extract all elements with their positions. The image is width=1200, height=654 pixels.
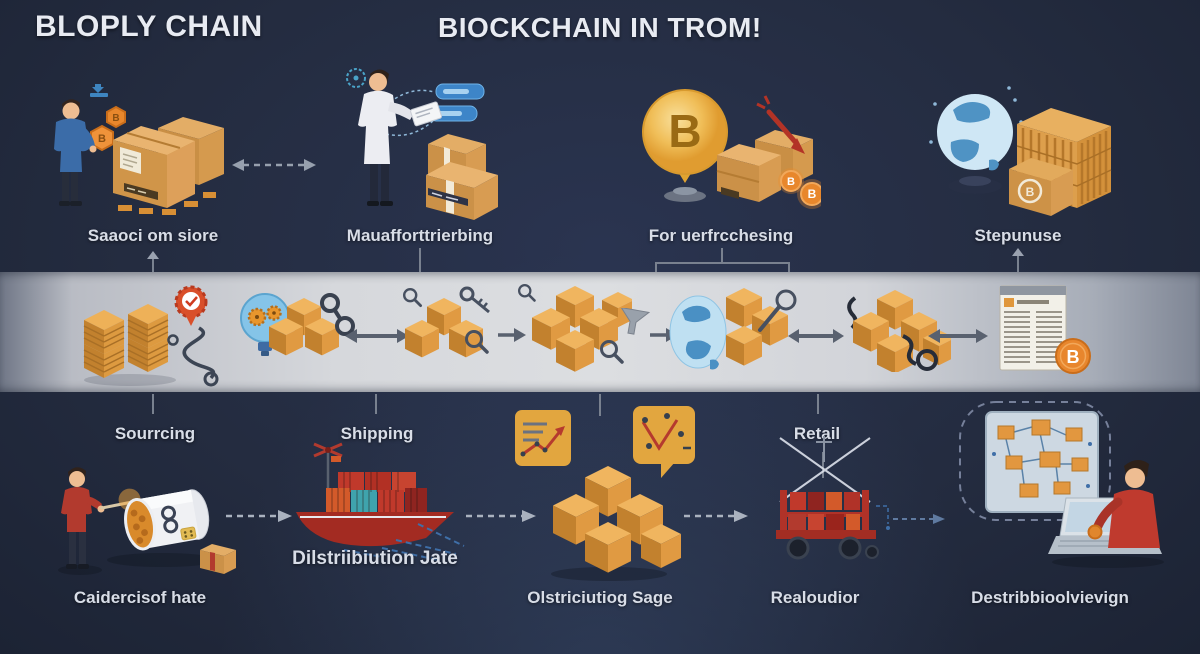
download-icon [92,84,104,93]
gear-sketch-icon [346,68,366,88]
inspection-cubes-key-icon [403,286,499,370]
connector-line [721,248,723,263]
connector-line [419,248,421,272]
taped-boxes [426,134,498,220]
flowchart-screen-icon [985,411,1099,513]
process-label-retail: Retail [793,424,841,443]
connector-line [599,394,601,416]
container-stack [326,472,427,512]
linked-cubes-chain-icon [845,290,951,372]
svg-text:B: B [668,105,701,157]
stage-label-sourcing-top: Saaoci om siore [87,226,219,245]
blockchain-tag-icons [428,83,485,122]
process-label-sourcing: Sourrcing [114,424,196,443]
title-center: BIOCKCHAIN IN TROM! [438,12,762,43]
dashed-circuit-link [893,512,945,526]
flow-arrow-icon [498,326,526,344]
parcel-cluster [553,466,681,573]
pallet-blocks [118,192,216,215]
dashed-flow-arrow [684,508,748,524]
dashed-flow-arrow [226,508,292,524]
bitcoin-balloon-icon [642,89,728,175]
cloud-outline-icon [959,401,1111,521]
chart-bubble-icon [633,406,695,478]
funnel-icon [618,308,650,338]
stage-label-sourcing-bottom: Caidercisof hate [73,588,207,607]
illustration-retail-cart [758,436,896,572]
illustration-supplier-boxes: B B [38,84,238,216]
route-pin-gear-icon [165,282,229,387]
crossed-lines [779,437,871,503]
connector-line [375,394,377,414]
clipboard-icon [410,101,442,127]
ledger-document-bitcoin-icon: B [998,284,1094,378]
connector-line [1017,256,1019,272]
compare-arrow-icon [928,326,988,346]
stage-label-delivery: Destribbioolvievign [971,588,1129,607]
chain-link-icon [318,293,358,343]
stage-label-purchasing: For uerfrcchesing [648,226,794,245]
operator-person [1087,459,1160,548]
illustration-honeycomb-pot [52,448,242,583]
connector-arrow-up [147,251,159,259]
process-label-shipping: Shipping [340,424,414,443]
connector-arrow-up [1012,248,1024,256]
globe-icon [682,305,719,370]
connector-bracket [655,262,790,264]
ship-hull [296,512,454,547]
svg-text:B: B [1026,185,1035,199]
worker-person [61,467,134,569]
svg-text:B: B [1067,347,1080,367]
idea-bulb-gears-icon [235,290,345,382]
illustration-manufacturing-inspector [328,62,510,222]
compare-arrow-icon [788,326,844,346]
stage-label-distribution-stage: Olstriciutiog Sage [527,588,673,607]
wake-lines [343,523,465,561]
cardboard-boxes [113,117,224,208]
bitcoin-crate: B [1009,158,1073,216]
svg-text:B: B [787,176,795,188]
supplier-person [54,99,97,206]
illustration-cargo-ship [286,438,468,566]
compare-arrow-icon [345,326,409,346]
title-left: BLOPLY CHAIN [35,10,263,43]
connector-line [788,262,790,272]
circuit-dashes [876,505,889,524]
connector-line [655,262,657,272]
honeycomb-pot-icon [118,488,210,551]
stage-label-distribution: Dilstriibiution Jate [292,548,458,569]
verified-cubes-magnifier-icon [518,284,632,374]
dashed-compare-arrow [232,156,316,174]
global-cubes-magnifier-icon [668,284,800,378]
small-parcel-icon [200,544,236,574]
crate-stacks-icon [80,298,180,388]
stage-label-retailer: Realoudior [770,588,860,607]
illustration-bitcoin-balloon: B B B [623,84,821,216]
stock-cart-icon [776,490,879,560]
svg-text:B: B [112,113,119,124]
stage-label-manufacturing: Mauafforttrierbing [346,226,494,245]
stage-label-warehouse: Stepunuse [974,226,1062,245]
pedestal [664,190,706,202]
illustration-parcels-analytics [513,406,701,582]
connector-line [152,394,154,414]
svg-text:B: B [808,187,817,201]
illustration-laptop-flowchart [948,394,1166,586]
connector-line [822,452,824,478]
connector-line [817,394,819,414]
connector-line [152,259,154,272]
bitcoin-coin-icons: B B [778,168,821,209]
svg-text:B: B [98,133,106,145]
dashed-flow-arrow [466,508,536,524]
illustration-globe-crates: B [923,80,1121,222]
chart-panel-icon [515,410,571,466]
process-band: B [0,272,1200,392]
inspector-person [358,69,442,206]
dart-arrow-icon [756,95,805,154]
